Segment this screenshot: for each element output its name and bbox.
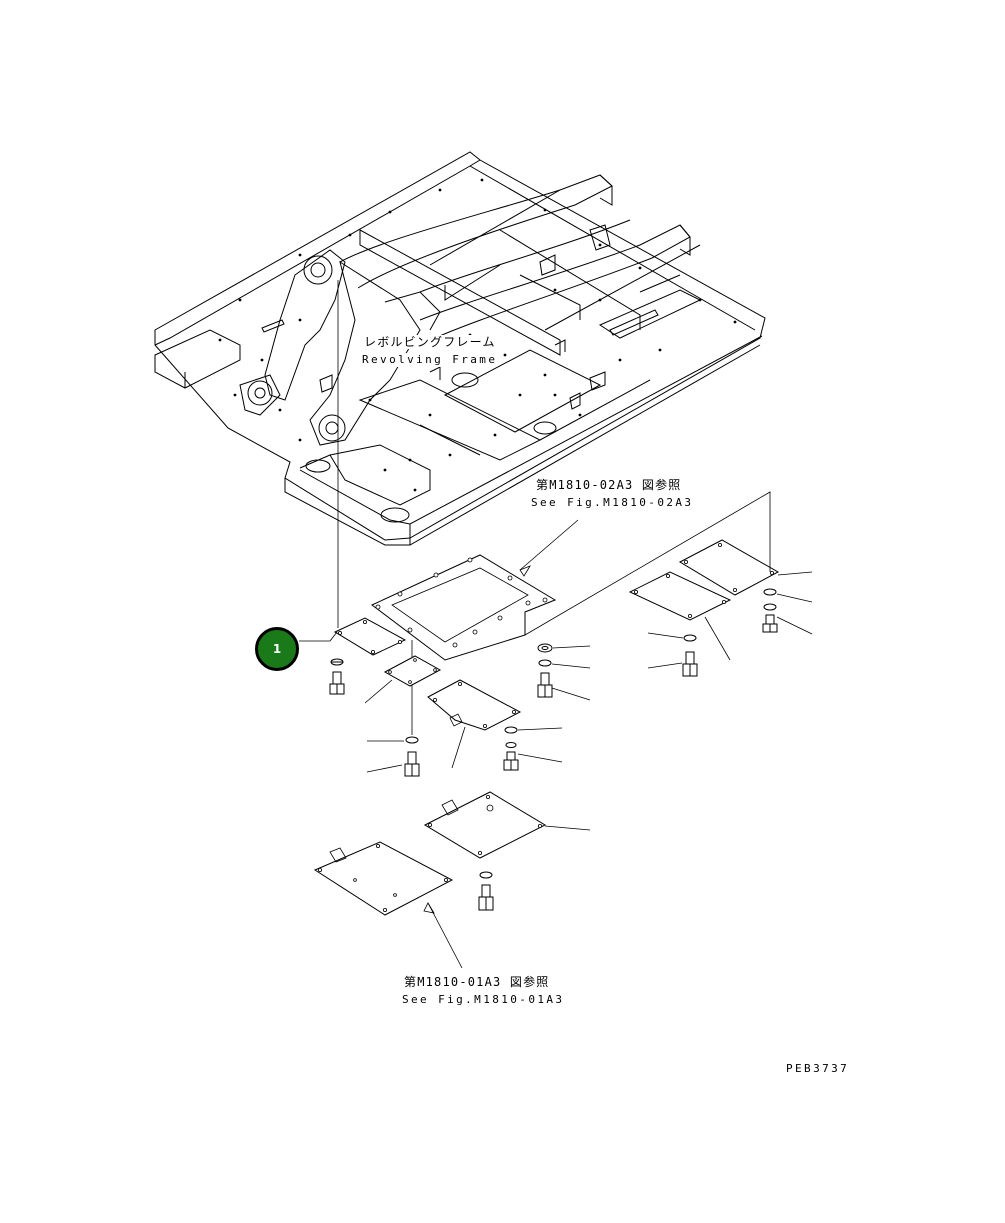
bolts-and-washers bbox=[329, 588, 813, 911]
revolving-frame bbox=[154, 151, 766, 546]
frame-label-jp: レボルビングフレーム bbox=[364, 335, 496, 349]
right-cover-plates bbox=[524, 491, 813, 661]
middle-cover-plate bbox=[427, 679, 522, 769]
part-1-plate bbox=[299, 617, 442, 704]
upper-reference-en: See Fig.M1810-02A3 bbox=[531, 496, 694, 510]
upper-cover-assembly bbox=[371, 519, 579, 661]
lower-cover-plates bbox=[313, 791, 591, 969]
lower-reference-jp: 第M1810-01A3 図参照 bbox=[404, 975, 550, 989]
part-callout-1[interactable]: 1 bbox=[255, 627, 299, 671]
lower-reference-en: See Fig.M1810-01A3 bbox=[402, 993, 565, 1007]
upper-reference-jp: 第M1810-02A3 図参照 bbox=[536, 478, 682, 492]
drawing-code: PEB3737 bbox=[786, 1062, 850, 1076]
frame-label-en: Revolving Frame bbox=[362, 353, 498, 367]
callout-number: 1 bbox=[272, 642, 282, 656]
